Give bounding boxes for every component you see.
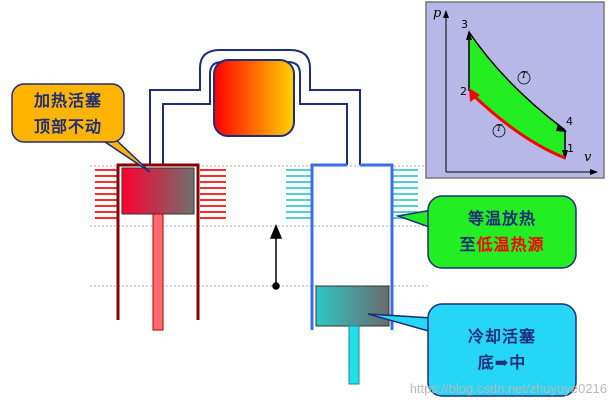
pv-isotherm-low bbox=[470, 92, 566, 160]
callout-heat-piston-line1: 加热活塞 bbox=[33, 91, 102, 110]
pv-point-4-label: 4 bbox=[566, 115, 573, 128]
callout-cool-piston-text: 冷却活塞 底➡中 bbox=[428, 324, 576, 376]
callout-isothermal-release-line2: 至低温热源 bbox=[428, 232, 576, 258]
cold-piston-rod bbox=[348, 325, 360, 385]
stroke-arrow bbox=[269, 224, 283, 290]
callout-cool-piston-prefix: 底 bbox=[477, 353, 495, 372]
pv-isotherm-lower-symbol: T bbox=[496, 124, 503, 134]
callout-cool-piston bbox=[367, 303, 577, 397]
callout-cool-piston-arrow: ➡ bbox=[494, 353, 510, 372]
callout-heat-piston-line2: 顶部不动 bbox=[33, 117, 102, 136]
watermark: https://blog.csdn.net/zhuyuye0216 bbox=[409, 381, 607, 396]
callout-isothermal-release bbox=[395, 195, 577, 269]
hot-cylinder bbox=[116, 163, 200, 320]
cold-cylinder-fins bbox=[286, 169, 418, 219]
hot-piston-rod bbox=[152, 213, 164, 331]
callout-cool-piston-suffix: 中 bbox=[509, 353, 527, 372]
pv-isotherm-high bbox=[468, 31, 566, 131]
pv-axis-v-label: v bbox=[584, 150, 592, 165]
callout-heat-piston bbox=[11, 83, 151, 173]
callout-isothermal-release-line1: 等温放热 bbox=[467, 209, 536, 228]
hot-cylinder-fins bbox=[95, 169, 226, 219]
callout-cool-piston-line1: 冷却活塞 bbox=[467, 327, 536, 346]
callout-isothermal-release-text: 等温放热 至低温热源 bbox=[428, 206, 576, 258]
callout-cool-piston-line2: 底➡中 bbox=[428, 350, 576, 376]
callout-isothermal-release-prefix: 至 bbox=[459, 235, 477, 254]
callout-isothermal-release-highlight: 低温热源 bbox=[476, 235, 545, 254]
heater-block bbox=[213, 59, 295, 137]
pv-isotherm-upper-symbol: T bbox=[521, 71, 528, 81]
pv-axis-p-label: p bbox=[433, 6, 442, 21]
cold-cylinder bbox=[310, 163, 394, 330]
pv-point-2-label: 2 bbox=[460, 85, 467, 98]
callout-heat-piston-text: 加热活塞 顶部不动 bbox=[12, 88, 124, 140]
pv-point-1-label: 1 bbox=[567, 142, 574, 155]
pv-point-3-label: 3 bbox=[461, 18, 468, 31]
hot-piston bbox=[121, 167, 195, 215]
cold-piston bbox=[315, 285, 390, 327]
pv-diagram bbox=[425, 1, 605, 179]
